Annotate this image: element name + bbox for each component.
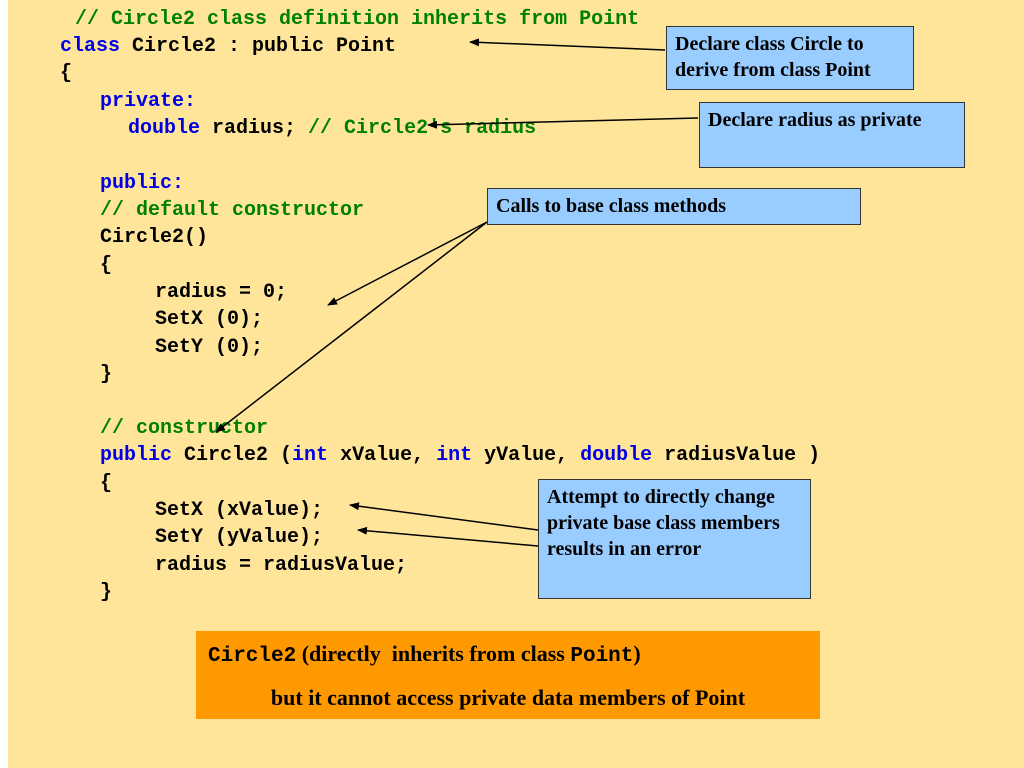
code-line-10: radius = 0; — [155, 279, 287, 307]
comment: // constructor — [100, 417, 269, 440]
code-listing: // Circle2 class definition inherits fro… — [0, 0, 820, 604]
comment: // default constructor — [100, 199, 365, 222]
code-line-16: { — [100, 470, 112, 498]
code-text: { — [60, 62, 73, 85]
code-text: xValue, — [328, 444, 437, 467]
code-text: yValue, — [472, 444, 581, 467]
code-text: Circle2() — [100, 226, 209, 249]
code-text: radius; — [200, 117, 309, 140]
code-line-4: private: — [100, 88, 196, 116]
comment: // Circle2's radius — [308, 117, 537, 140]
code-line-12: SetY (0); — [155, 334, 263, 362]
summary-line-2: but it cannot access private data member… — [270, 685, 746, 710]
callout-base-methods: Calls to base class methods — [487, 188, 861, 225]
code-text: } — [100, 581, 113, 604]
code-line-3: { — [60, 60, 72, 88]
code-line-18: SetY (yValue); — [155, 524, 323, 552]
code-line-1: // Circle2 class definition inherits fro… — [75, 6, 639, 34]
keyword: class — [60, 35, 121, 58]
code-text: radius = 0; — [155, 281, 288, 304]
code-line-20: } — [100, 579, 112, 607]
code-line-11: SetX (0); — [155, 306, 263, 334]
callout-derive: Declare class Circle to derive from clas… — [666, 26, 914, 90]
code-text: } — [100, 363, 113, 386]
summary-box: Circle2 (directly inherits from class Po… — [196, 631, 820, 719]
code-line-17: SetX (xValue); — [155, 497, 323, 525]
code-text: { — [100, 254, 113, 277]
code-text: { — [100, 472, 113, 495]
code-text: SetY (0); — [155, 336, 264, 359]
summary-code-class: Circle2 — [208, 645, 297, 668]
summary-text: (directly inherits from class — [296, 641, 571, 666]
code-text: radiusValue ) — [652, 444, 821, 467]
keyword: int — [292, 444, 329, 467]
summary-text-end: ) — [633, 641, 641, 666]
code-line-2: class Circle2 : public Point — [60, 33, 396, 61]
comment: // Circle2 class definition inherits fro… — [75, 8, 640, 31]
code-line-6: public: — [100, 170, 184, 198]
code-line-19: radius = radiusValue; — [155, 552, 407, 580]
keyword: double — [580, 444, 653, 467]
keyword: public — [100, 444, 173, 467]
code-line-13: } — [100, 361, 112, 389]
keyword: int — [436, 444, 473, 467]
code-text: Circle2 ( — [172, 444, 293, 467]
callout-private-error: Attempt to directly change private base … — [538, 479, 811, 599]
keyword: public: — [100, 172, 185, 195]
code-line-15: public Circle2 (int xValue, int yValue, … — [100, 442, 820, 470]
callout-private: Declare radius as private — [699, 102, 965, 168]
code-line-7: // default constructor — [100, 197, 364, 225]
keyword: double — [128, 117, 201, 140]
code-text: SetY (yValue); — [155, 526, 324, 549]
code-text: SetX (xValue); — [155, 499, 324, 522]
code-text: Circle2 : public Point — [120, 35, 397, 58]
code-line-9: { — [100, 252, 112, 280]
code-line-8: Circle2() — [100, 224, 208, 252]
code-line-14: // constructor — [100, 415, 268, 443]
summary-code-base: Point — [570, 645, 634, 668]
summary-line-1: Circle2 (directly inherits from class Po… — [208, 641, 641, 668]
code-text: SetX (0); — [155, 308, 264, 331]
code-line-5: double radius; // Circle2's radius — [128, 115, 536, 143]
keyword: private: — [100, 90, 197, 113]
code-text: radius = radiusValue; — [155, 554, 408, 577]
